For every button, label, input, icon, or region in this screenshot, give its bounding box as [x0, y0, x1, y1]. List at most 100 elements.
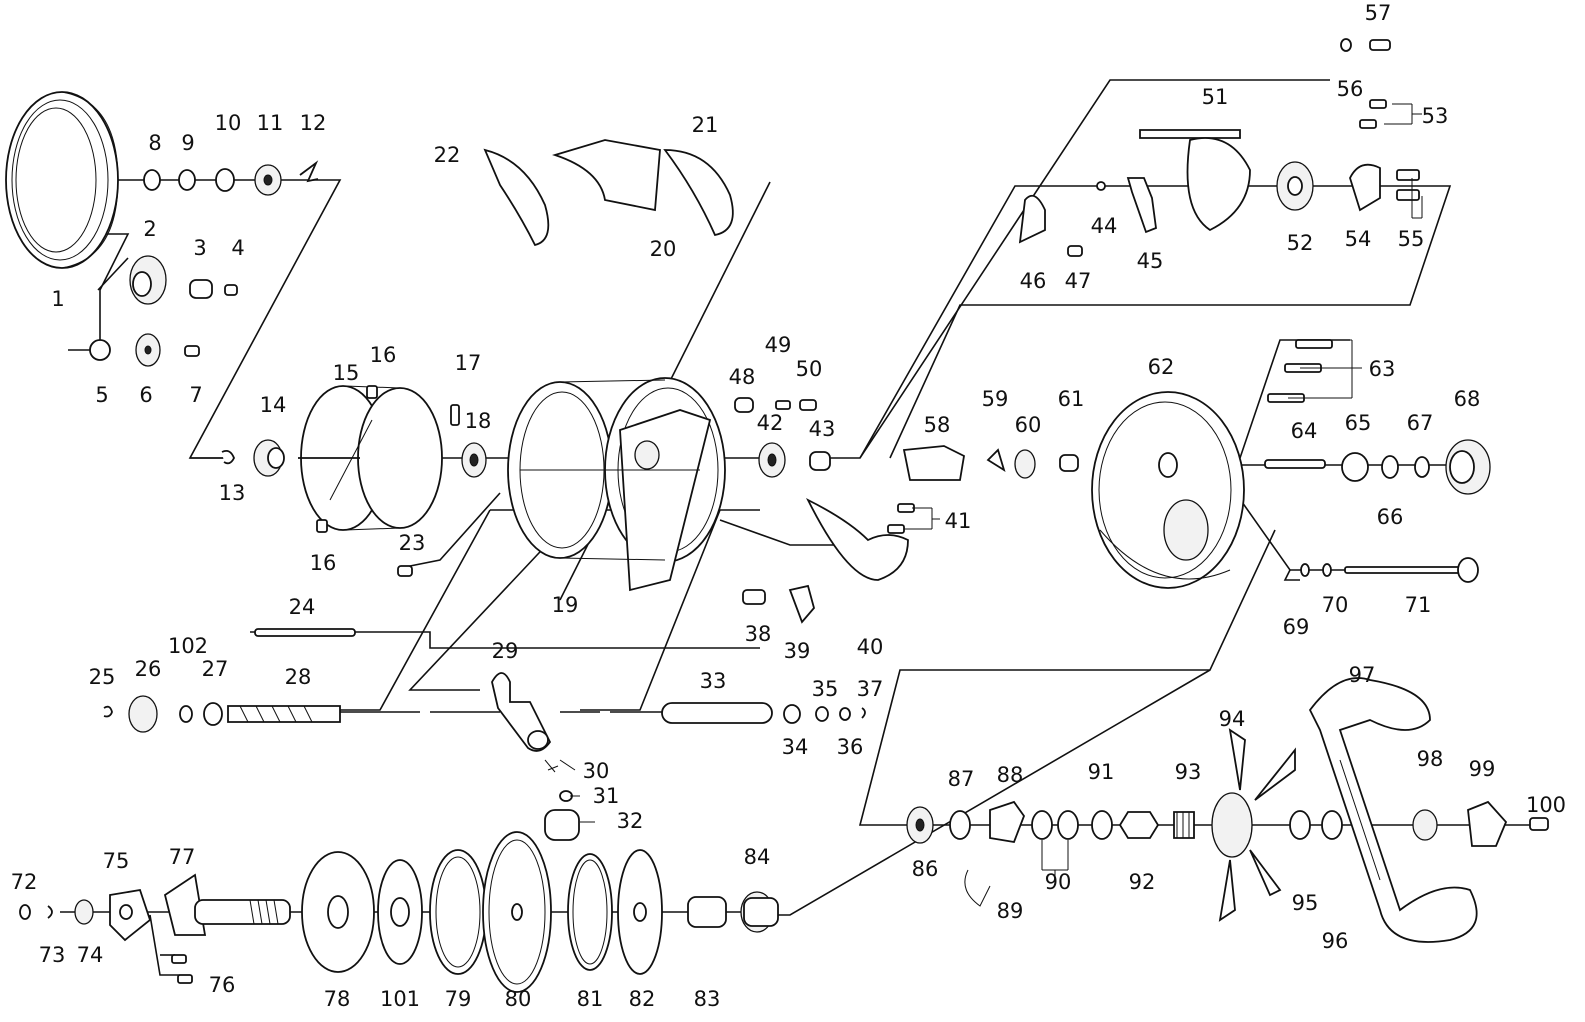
part-label: 43: [809, 417, 836, 441]
part-label: 79: [445, 987, 472, 1011]
part-label: 57: [1365, 1, 1392, 25]
part-label: 5: [95, 383, 108, 407]
part-label: 40: [857, 635, 884, 659]
part-label: 92: [1129, 870, 1156, 894]
part-80-shape: [482, 831, 552, 993]
part-label: 86: [912, 857, 939, 881]
part-label: 24: [289, 595, 316, 619]
part-shapes: [5, 38, 1549, 993]
part-label: 28: [285, 665, 312, 689]
part-label: 36: [837, 735, 864, 759]
part-78-shape: [301, 851, 375, 973]
part-label: 90: [1045, 870, 1072, 894]
part-label: 42: [757, 411, 784, 435]
part-label: 101: [380, 987, 420, 1011]
part-label: 20: [650, 237, 677, 261]
part-label: 68: [1454, 387, 1481, 411]
part-15-shape: [298, 385, 443, 531]
part-label: 100: [1526, 793, 1566, 817]
part-label: 60: [1015, 413, 1042, 437]
part-label: 96: [1322, 929, 1349, 953]
part-label: 67: [1407, 411, 1434, 435]
part-label: 66: [1377, 505, 1404, 529]
part-label: 11: [257, 111, 284, 135]
part-label: 65: [1345, 411, 1372, 435]
part-label: 16: [370, 343, 397, 367]
part-label: 52: [1287, 231, 1314, 255]
part-label: 74: [77, 943, 104, 967]
part-label: 91: [1088, 760, 1115, 784]
part-1-shape: [5, 91, 119, 269]
part-label: 77: [169, 845, 196, 869]
part-label: 72: [11, 870, 38, 894]
part-label: 23: [399, 531, 426, 555]
label-ticks: [559, 103, 1423, 880]
part-label: 41: [945, 509, 972, 533]
part-label: 1: [51, 287, 64, 311]
part-label: 99: [1469, 757, 1496, 781]
part-labels: 1 2 3 4 5 6 7 8 9 10 11 12 13 14 15 16 1…: [11, 1, 1566, 1011]
part-label: 47: [1065, 269, 1092, 293]
part-label: 13: [219, 481, 246, 505]
part-label: 89: [997, 899, 1024, 923]
part-label: 54: [1345, 227, 1372, 251]
part-label: 61: [1058, 387, 1085, 411]
part-label: 17: [455, 351, 482, 375]
part-label: 31: [593, 784, 620, 808]
part-label: 102: [168, 634, 208, 658]
part-label: 4: [231, 236, 244, 260]
part-label: 14: [260, 393, 287, 417]
part-97-shape: [1308, 677, 1478, 943]
part-label: 30: [583, 759, 610, 783]
part-label: 59: [982, 387, 1009, 411]
part-label: 78: [324, 987, 351, 1011]
part-label: 16: [310, 551, 337, 575]
part-label: 46: [1020, 269, 1047, 293]
part-label: 39: [784, 639, 811, 663]
part-label: 87: [948, 767, 975, 791]
part-label: 29: [492, 639, 519, 663]
part-label: 10: [215, 111, 242, 135]
part-label: 70: [1322, 593, 1349, 617]
part-label: 7: [189, 383, 202, 407]
part-label: 9: [181, 131, 194, 155]
part-label: 64: [1291, 419, 1318, 443]
part-label: 98: [1417, 747, 1444, 771]
part-label: 51: [1202, 85, 1229, 109]
part-label: 97: [1349, 663, 1376, 687]
part-label: 3: [193, 236, 206, 260]
part-77-shape: [163, 873, 291, 936]
part-label: 80: [505, 987, 532, 1011]
part-label: 12: [300, 111, 327, 135]
part-label: 33: [700, 669, 727, 693]
part-label: 21: [692, 113, 719, 137]
part-label: 38: [745, 622, 772, 646]
part-label: 37: [857, 677, 884, 701]
part-label: 35: [812, 677, 839, 701]
part-94-shape: [1211, 728, 1296, 922]
part-label: 84: [744, 845, 771, 869]
part-label: 55: [1398, 227, 1425, 251]
part-label: 63: [1369, 357, 1396, 381]
part-label: 26: [135, 657, 162, 681]
part-label: 73: [39, 943, 66, 967]
part-label: 44: [1091, 214, 1118, 238]
part-label: 71: [1405, 593, 1432, 617]
part-label: 45: [1137, 249, 1164, 273]
part-label: 49: [765, 333, 792, 357]
part-label: 94: [1219, 707, 1246, 731]
part-label: 25: [89, 665, 116, 689]
part-label: 8: [148, 131, 161, 155]
part-label: 62: [1148, 355, 1175, 379]
part-label: 82: [629, 987, 656, 1011]
part-label: 95: [1292, 891, 1319, 915]
part-label: 93: [1175, 760, 1202, 784]
part-label: 22: [434, 143, 461, 167]
part-label: 15: [333, 361, 360, 385]
part-label: 27: [202, 657, 229, 681]
part-label: 2: [143, 217, 156, 241]
part-label: 76: [209, 973, 236, 997]
part-label: 83: [694, 987, 721, 1011]
part-label: 18: [465, 409, 492, 433]
